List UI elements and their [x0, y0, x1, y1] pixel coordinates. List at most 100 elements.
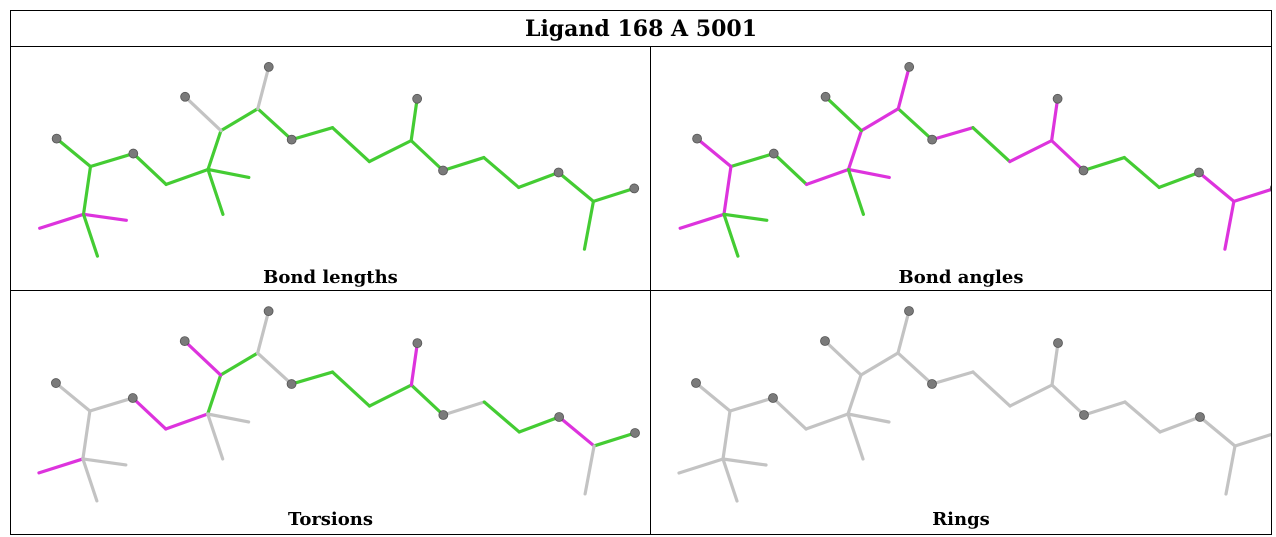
bond-angles-0 [695, 137, 733, 169]
bond-rings-6 [859, 351, 900, 377]
bond-torsions-1 [88, 396, 135, 413]
bond-rings-21 [721, 457, 768, 467]
atom-rings-0 [691, 378, 701, 388]
bond-torsions-11 [330, 370, 372, 408]
atom-rings-25 [1053, 338, 1063, 348]
atom-torsions-23 [179, 336, 190, 347]
bond-torsions-10 [289, 370, 335, 386]
bond-torsions-23 [206, 412, 251, 424]
bond-angles-18 [1197, 170, 1236, 203]
bond-lengths-22 [81, 212, 100, 258]
bond-rings-18 [1198, 415, 1237, 448]
bond-torsions-21 [81, 457, 128, 467]
atom-angles-2 [768, 148, 779, 159]
bond-angles-13 [1050, 139, 1086, 173]
bond-torsions-20 [37, 457, 85, 475]
bond-lengths-2 [81, 164, 93, 216]
bond-angles-24 [846, 167, 865, 216]
atom-angles-16 [1269, 185, 1271, 192]
atom-rings-14 [1195, 412, 1205, 422]
atom-torsions-24 [263, 306, 274, 317]
bond-lengths-3 [131, 151, 168, 187]
bond-lengths-24 [206, 167, 225, 216]
bond-rings-12 [1008, 383, 1054, 408]
bond-rings-2 [721, 409, 732, 461]
bond-rings-3 [771, 396, 808, 431]
bond-lengths-13 [409, 139, 445, 173]
bond-lengths-8 [183, 95, 223, 133]
bond-lengths-15 [441, 155, 486, 173]
bond-angles-20 [678, 212, 726, 230]
bond-lengths-20 [38, 212, 86, 230]
bond-lengths-14 [409, 97, 419, 143]
bond-rings-16 [1123, 400, 1162, 434]
panel-torsions: Torsions [11, 291, 651, 534]
bond-lengths-18 [556, 170, 596, 203]
molecule-diagram-rings [677, 306, 1271, 503]
bond-torsions-5 [206, 373, 223, 416]
bond-torsions-8 [183, 339, 223, 377]
bond-angles-11 [971, 126, 1012, 164]
bond-angles-1 [729, 151, 776, 169]
bond-lengths-16 [482, 155, 521, 190]
bond-rings-23 [846, 412, 891, 424]
bond-torsions-24 [206, 412, 225, 461]
bond-torsions-9 [256, 309, 271, 355]
molecule-diagram-torsions [37, 306, 640, 503]
atom-torsions-11 [438, 410, 449, 420]
atom-rings-23 [820, 336, 830, 346]
bond-torsions-25 [583, 444, 596, 496]
bond-rings-20 [677, 457, 725, 475]
bond-rings-4 [804, 412, 850, 431]
atom-torsions-2 [127, 393, 138, 403]
bond-lengths-4 [164, 167, 210, 187]
panel-caption-bond-angles: Bond angles [898, 267, 1024, 288]
bond-angles-12 [1008, 139, 1054, 164]
bond-torsions-12 [367, 383, 413, 408]
bond-rings-25 [1224, 444, 1237, 496]
bond-angles-5 [846, 129, 864, 172]
bond-angles-14 [1050, 97, 1060, 143]
bond-angles-8 [823, 95, 864, 133]
bond-torsions-0 [54, 381, 92, 413]
bond-angles-22 [722, 212, 740, 258]
bond-lengths-9 [256, 65, 271, 111]
bond-angles-9 [896, 65, 911, 111]
bond-angles-7 [896, 107, 934, 142]
atom-angles-11 [1078, 165, 1089, 176]
atom-rings-11 [1079, 410, 1089, 420]
bond-angles-16 [1122, 155, 1161, 190]
bond-rings-0 [694, 381, 732, 413]
bond-rings-1 [728, 396, 775, 413]
panel-caption-rings: Rings [932, 509, 990, 530]
bond-lengths-23 [206, 167, 251, 180]
bond-lengths-10 [290, 126, 335, 142]
atom-torsions-0 [51, 378, 61, 388]
bond-rings-9 [896, 309, 911, 355]
bond-angles-6 [859, 107, 900, 133]
atom-angles-0 [692, 133, 702, 144]
bond-rings-15 [1082, 400, 1127, 417]
bond-torsions-17 [517, 415, 561, 434]
bond-rings-24 [846, 412, 865, 461]
atom-torsions-25 [412, 338, 423, 349]
bond-angles-19 [1232, 187, 1271, 203]
bond-lengths-11 [330, 126, 371, 164]
bond-lengths-7 [256, 107, 294, 142]
bond-rings-7 [896, 351, 934, 386]
bond-torsions-22 [81, 457, 99, 503]
atom-angles-25 [1052, 93, 1063, 104]
bond-lengths-19 [591, 186, 636, 203]
bond-angles-2 [722, 164, 733, 216]
bond-torsions-15 [441, 400, 486, 417]
atom-lengths-16 [629, 183, 640, 194]
table-title: Ligand 168 A 5001 [11, 11, 1271, 47]
panel-caption-bond-lengths: Bond lengths [263, 267, 398, 288]
bond-rings-22 [721, 457, 739, 503]
atom-lengths-7 [286, 134, 297, 145]
bond-rings-8 [823, 339, 863, 377]
panel-rings: Rings [651, 291, 1271, 534]
bond-angles-3 [772, 151, 809, 187]
atom-lengths-23 [180, 91, 190, 102]
bond-lengths-5 [206, 129, 223, 172]
